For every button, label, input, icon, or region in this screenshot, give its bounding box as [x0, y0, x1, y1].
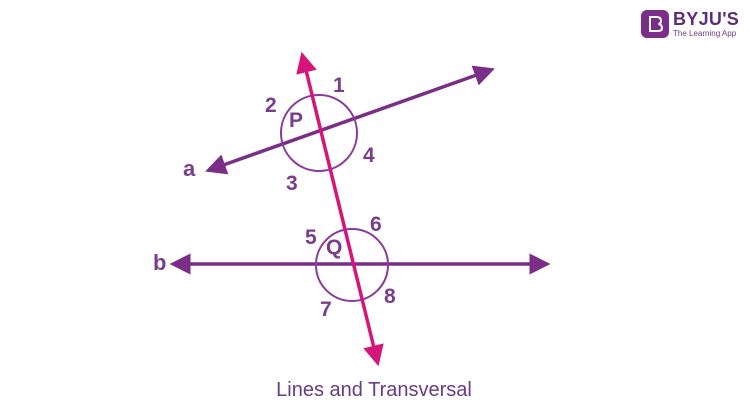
point-p-label: P	[289, 109, 303, 132]
brand-logo: BYJU'S The Learning App	[641, 10, 739, 38]
angle-4-label: 4	[363, 144, 375, 167]
angle-7-label: 7	[320, 298, 332, 321]
brand-name: BYJU'S	[673, 9, 740, 29]
brand-tagline: The Learning App	[673, 29, 737, 38]
point-q-label: Q	[326, 236, 342, 259]
angle-3-label: 3	[286, 172, 298, 195]
angle-8-label: 8	[384, 285, 396, 308]
angle-2-label: 2	[265, 94, 277, 117]
byjus-b-logo-icon	[641, 10, 669, 38]
angle-6-label: 6	[370, 213, 382, 236]
diagram-caption: Lines and Transversal	[276, 379, 472, 401]
intersection-circle-p	[280, 94, 358, 172]
transversal-line	[296, 51, 384, 367]
angle-1-label: 1	[333, 74, 345, 97]
line-a-label: a	[183, 156, 196, 181]
line-b-label: b	[153, 250, 166, 275]
angle-5-label: 5	[305, 226, 317, 249]
